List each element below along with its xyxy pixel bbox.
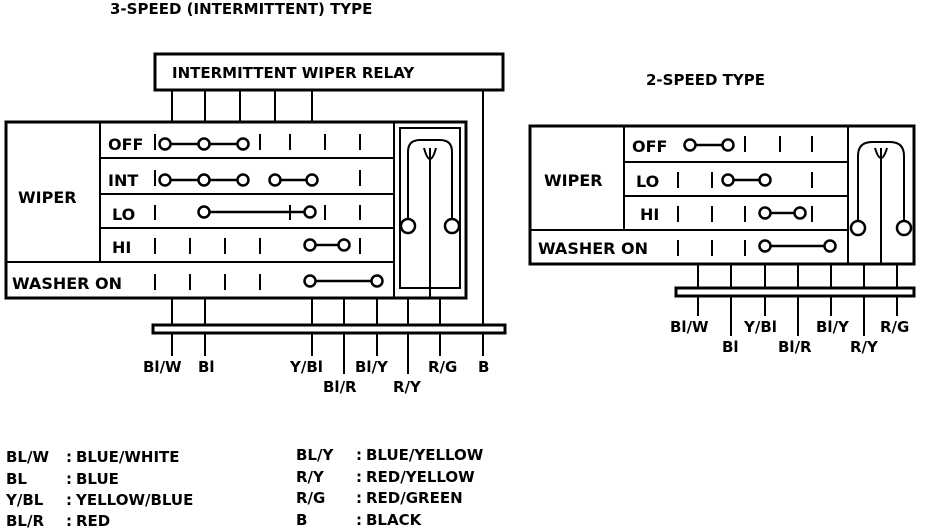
- legend-meaning: BLACK: [366, 511, 423, 529]
- legend-meaning: BLUE/YELLOW: [366, 446, 484, 464]
- legend-sep: :: [66, 470, 72, 488]
- three-speed-pos-lo: LO: [112, 205, 135, 224]
- three-speed-hi-contacts: [303, 238, 351, 252]
- legend-meaning: RED: [76, 512, 110, 530]
- three-speed-washer-contacts: [303, 274, 384, 288]
- three-speed-int-contacts: [158, 173, 319, 187]
- two-speed-wire-bl: Bl: [722, 338, 739, 356]
- wire-color-legend: BL/W : BLUE/WHITE BL : BLUE Y/BL : YELLO…: [5, 446, 484, 530]
- two-speed-title: 2-SPEED TYPE: [646, 71, 765, 89]
- three-speed-wire-blw: Bl/W: [143, 358, 182, 376]
- legend-sep: :: [356, 489, 362, 507]
- three-speed-title: 3-SPEED (INTERMITTENT) TYPE: [110, 0, 372, 18]
- legend-sep: :: [66, 512, 72, 530]
- legend-meaning: BLUE: [76, 470, 119, 488]
- two-speed-wire-ry: R/Y: [850, 338, 879, 356]
- legend-code: R/Y: [296, 468, 325, 486]
- intermittent-wiper-relay-box: [153, 52, 505, 92]
- two-speed-washer-contacts: [758, 239, 837, 253]
- three-speed-wire-blr: Bl/R: [323, 378, 357, 396]
- two-speed-pos-lo: LO: [636, 172, 659, 191]
- two-speed-wire-bly: Bl/Y: [816, 318, 850, 336]
- three-speed-wire-bly: Bl/Y: [355, 358, 389, 376]
- legend-sep: :: [356, 446, 362, 464]
- three-speed-wire-ry: R/Y: [393, 378, 422, 396]
- two-speed-lo-contacts: [721, 173, 772, 187]
- legend-sep: :: [66, 491, 72, 509]
- two-speed-wire-rg: R/G: [880, 318, 909, 336]
- three-speed-switch-outline: [4, 120, 468, 300]
- legend-meaning: YELLOW/BLUE: [75, 491, 193, 509]
- legend-code: R/G: [296, 489, 325, 507]
- legend-code: BL/R: [6, 512, 44, 530]
- legend-code: B: [296, 511, 307, 529]
- three-speed-lo-contacts: [197, 205, 317, 219]
- two-speed-washer-label: WASHER ON: [538, 239, 648, 258]
- two-speed-hi-contacts: [758, 206, 807, 220]
- legend-code: Y/BL: [5, 491, 44, 509]
- legend-code: BL/Y: [296, 446, 334, 464]
- three-speed-pos-int: INT: [108, 171, 138, 190]
- three-speed-washer-motor-symbol: [399, 127, 461, 298]
- three-speed-wire-bl: Bl: [198, 358, 215, 376]
- two-speed-off-contacts: [683, 138, 735, 152]
- legend-code: BL/W: [6, 448, 49, 466]
- legend-meaning: RED/YELLOW: [366, 468, 475, 486]
- three-speed-wire-rg: R/G: [428, 358, 457, 376]
- three-speed-wire-b: B: [478, 358, 489, 376]
- two-speed-wire-blr: Bl/R: [778, 338, 812, 356]
- three-speed-position-rows: [6, 122, 395, 298]
- two-speed-connector: [674, 264, 916, 336]
- two-speed-pos-off: OFF: [632, 137, 667, 156]
- legend-meaning: BLUE/WHITE: [76, 448, 180, 466]
- intermittent-wiper-relay-label: INTERMITTENT WIPER RELAY: [172, 64, 415, 82]
- two-speed-wire-blw: Bl/W: [670, 318, 709, 336]
- two-speed-pos-hi: HI: [640, 205, 659, 224]
- legend-meaning: RED/GREEN: [366, 489, 463, 507]
- three-speed-pos-hi: HI: [112, 238, 131, 257]
- legend-sep: :: [66, 448, 72, 466]
- legend-sep: :: [356, 468, 362, 486]
- three-speed-washer-label: WASHER ON: [12, 274, 122, 293]
- two-speed-wire-ybl: Y/Bl: [743, 318, 777, 336]
- three-speed-pos-off: OFF: [108, 135, 143, 154]
- three-speed-wire-ybl: Y/Bl: [289, 358, 323, 376]
- two-speed-switch-outline: [528, 124, 916, 266]
- two-speed-position-rows: [530, 126, 849, 264]
- legend-code: BL: [6, 470, 27, 488]
- three-speed-wiper-label: WIPER: [18, 188, 77, 207]
- two-speed-washer-motor-symbol: [849, 141, 913, 264]
- two-speed-column-ticks: [677, 136, 813, 256]
- legend-sep: :: [356, 511, 362, 529]
- three-speed-off-contacts: [158, 137, 250, 151]
- three-speed-connector: [151, 298, 507, 374]
- two-speed-wiper-label: WIPER: [544, 171, 603, 190]
- relay-terminal-lines: [171, 90, 484, 325]
